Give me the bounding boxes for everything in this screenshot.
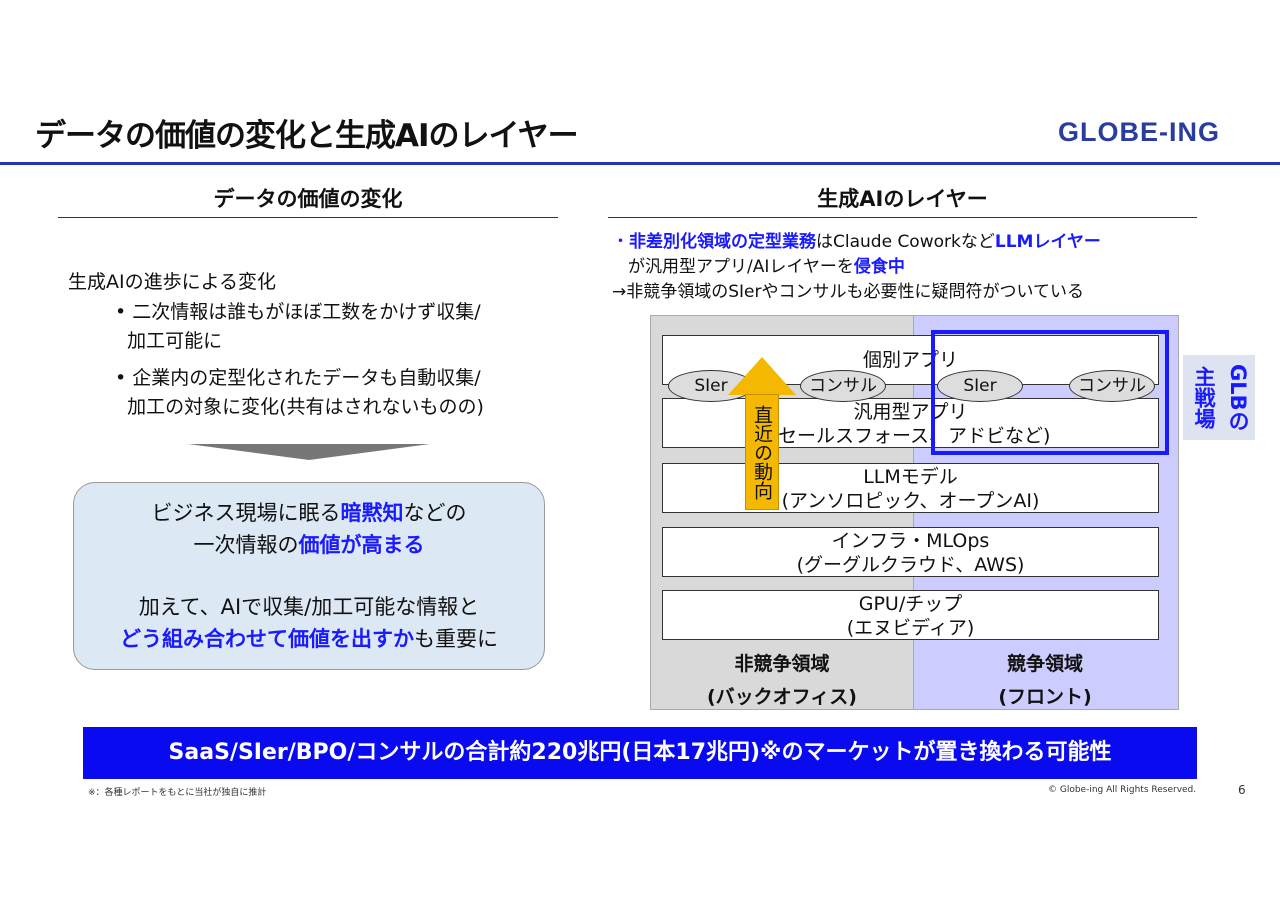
divider — [0, 162, 1280, 165]
glb-focus-frame — [931, 330, 1169, 455]
left-heading: データの価値の変化 — [58, 183, 558, 218]
logo: GLOBE-ING — [1058, 117, 1220, 147]
bullet-2: • 企業内の定型化されたデータも自動収集/ 加工の対象に変化(共有はされないもの… — [115, 367, 484, 418]
market-banner: SaaS/SIer/BPO/コンサルの合計約220兆円(日本17兆円)※のマーケ… — [83, 727, 1197, 779]
layer-llm: LLMモデル(アンソロピック、オープンAI) — [662, 463, 1159, 513]
intro-text: 生成AIの進歩による変化 — [68, 271, 277, 293]
bullet-1: • 二次情報は誰もがほぼ工数をかけず収集/ 加工可能に — [115, 301, 481, 352]
layer-infra: インフラ・MLOps(グーグルクラウド、AWS) — [662, 527, 1159, 577]
layer-gpu: GPU/チップ(エヌビディア) — [662, 590, 1159, 640]
down-arrow-icon — [188, 444, 430, 460]
page-title: データの価値の変化と生成AIのレイヤー — [35, 118, 579, 154]
trend-arrow-icon — [728, 357, 796, 395]
conclusion-box: ビジネス現場に眠る暗黙知などの 一次情報の価値が高まる 加えて、AIで収集/加工… — [73, 482, 545, 670]
footnote: ※：各種レポートをもとに当社が独自に推計 — [88, 788, 267, 798]
right-heading: 生成AIのレイヤー — [608, 183, 1197, 218]
layer-general-app: 汎用型アプリ(セールスフォース、アドビなど) — [662, 398, 1159, 448]
trend-label: 直近の動向 — [745, 394, 779, 510]
zone-label-competitive: 競争領域(フロント) — [998, 653, 1092, 708]
right-bullets: ・非差別化領域の定型業務はClaude CoworkなどLLMレイヤー が汎用型… — [612, 232, 1101, 302]
zone-label-non-competitive: 非競争領域(バックオフィス) — [707, 653, 857, 708]
page-number: 6 — [1238, 783, 1246, 797]
player-sier: SIer — [937, 370, 1023, 402]
glb-label: GLBの主戦場 — [1183, 355, 1255, 440]
copyright: © Globe-ing All Rights Reserved. — [1048, 785, 1197, 795]
player-consul: コンサル — [1069, 370, 1155, 402]
player-consul: コンサル — [800, 370, 886, 402]
